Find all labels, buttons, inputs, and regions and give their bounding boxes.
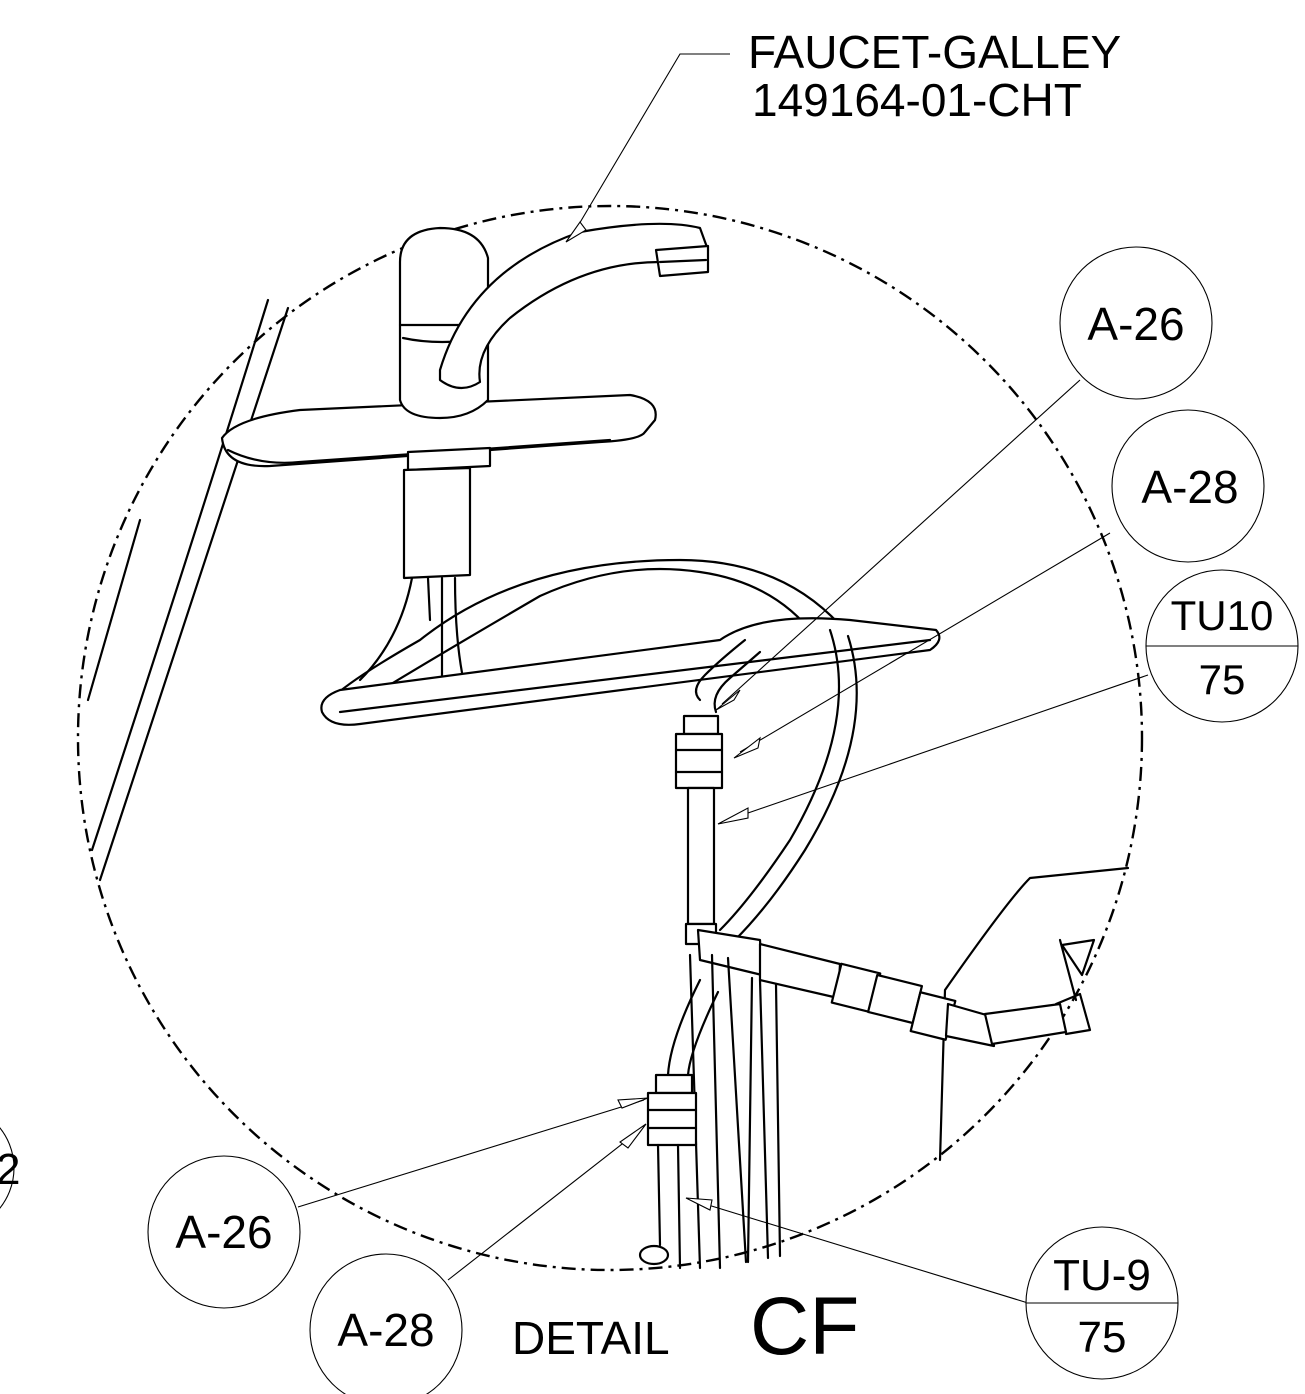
faucet-name-label: FAUCET-GALLEY bbox=[748, 26, 1121, 78]
balloon-label: A-26 bbox=[1087, 298, 1184, 350]
balloon-quantity: 75 bbox=[1078, 1313, 1127, 1362]
balloon-a26-upper: A-26 bbox=[1059, 246, 1213, 400]
balloon-label: A-28 bbox=[337, 1304, 434, 1356]
detail-title-letters: CF bbox=[750, 1281, 859, 1372]
balloon-partial-left-edge: 2 bbox=[0, 1127, 20, 1209]
balloon-tu10: TU10 75 bbox=[1145, 569, 1299, 723]
balloon-tu9: TU-9 75 bbox=[1025, 1226, 1179, 1380]
balloon-quantity: 75 bbox=[1199, 656, 1246, 703]
balloon-a28-upper: A-28 bbox=[1111, 409, 1265, 563]
balloon-label: TU-9 bbox=[1053, 1251, 1151, 1300]
leader-lines bbox=[297, 53, 1149, 1304]
balloon-label: 2 bbox=[0, 1145, 20, 1194]
cabinet-right-panel bbox=[938, 866, 1130, 1162]
balloon-a28-lower: A-28 bbox=[309, 1253, 463, 1394]
supply-line-assembly bbox=[638, 638, 1096, 1270]
hose-loop bbox=[320, 558, 941, 942]
balloon-label: TU10 bbox=[1171, 592, 1274, 639]
balloon-label: A-28 bbox=[1141, 461, 1238, 513]
balloon-a26-lower: A-26 bbox=[147, 1155, 301, 1309]
detail-title-prefix: DETAIL bbox=[512, 1312, 670, 1364]
cabinet-side-lines bbox=[86, 298, 290, 882]
faucet-part-number-label: 149164-01-CHT bbox=[752, 74, 1082, 126]
balloon-label: A-26 bbox=[175, 1206, 272, 1258]
detail-boundary-circle bbox=[76, 204, 1144, 1272]
leader-arrowheads bbox=[565, 221, 761, 1211]
galley-faucet bbox=[220, 222, 710, 707]
